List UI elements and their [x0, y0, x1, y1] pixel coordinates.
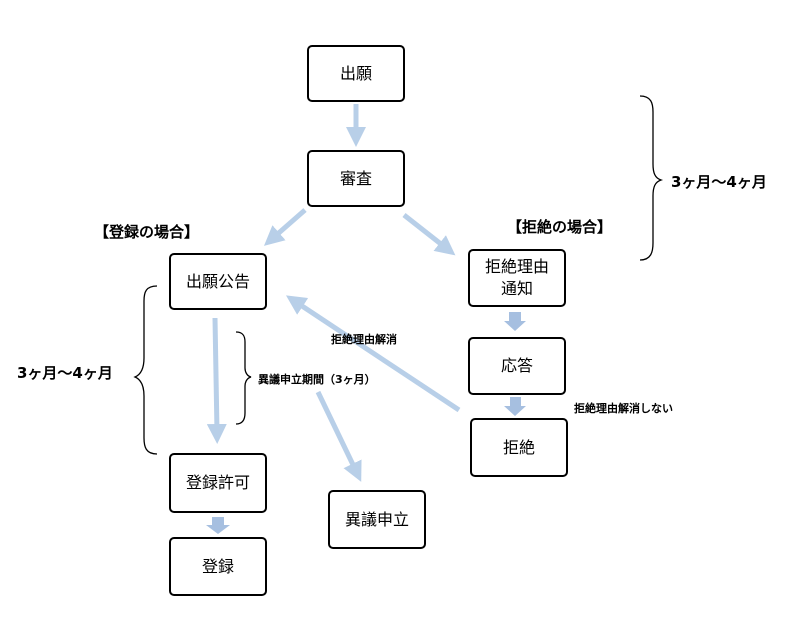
node-registration-permission: 登録許可 [169, 453, 267, 513]
node-application: 出願 [307, 45, 405, 102]
node-publication: 出願公告 [169, 253, 267, 310]
arrow-examination-to-refusal-notice [402, 213, 456, 256]
label-duration-left: 3ヶ月〜4ヶ月 [17, 364, 113, 382]
node-examination: 審査 [307, 150, 405, 207]
node-opposition: 異議申立 [328, 490, 426, 549]
block-arrow-notice-to-response [504, 312, 526, 331]
brace-opposition [235, 331, 252, 425]
node-refusal-notice: 拒絶理由 通知 [468, 249, 566, 307]
arrow-to-opposition [315, 390, 362, 482]
node-registration: 登録 [169, 537, 267, 596]
label-case-refusal: 【拒絶の場合】 [507, 218, 613, 236]
brace-right [639, 95, 664, 261]
label-reason-resolved: 拒絶理由解消 [331, 333, 397, 346]
arrow-examination-to-publication [263, 208, 307, 246]
label-reason-not-resolved: 拒絶理由解消しない [574, 402, 673, 415]
node-refusal: 拒絶 [470, 418, 568, 477]
block-arrow-permission-to-registration [206, 517, 230, 534]
arrow-reason-resolved [285, 295, 461, 413]
block-arrow-response-to-refusal [504, 397, 526, 416]
label-opposition-period: 異議申立期間（3ヶ月） [258, 373, 376, 386]
label-case-registration: 【登録の場合】 [94, 223, 200, 241]
label-duration-right: 3ヶ月〜4ヶ月 [671, 173, 767, 191]
arrow-publication-to-permission [206, 317, 227, 444]
node-response: 応答 [468, 337, 566, 395]
brace-left [133, 285, 158, 455]
